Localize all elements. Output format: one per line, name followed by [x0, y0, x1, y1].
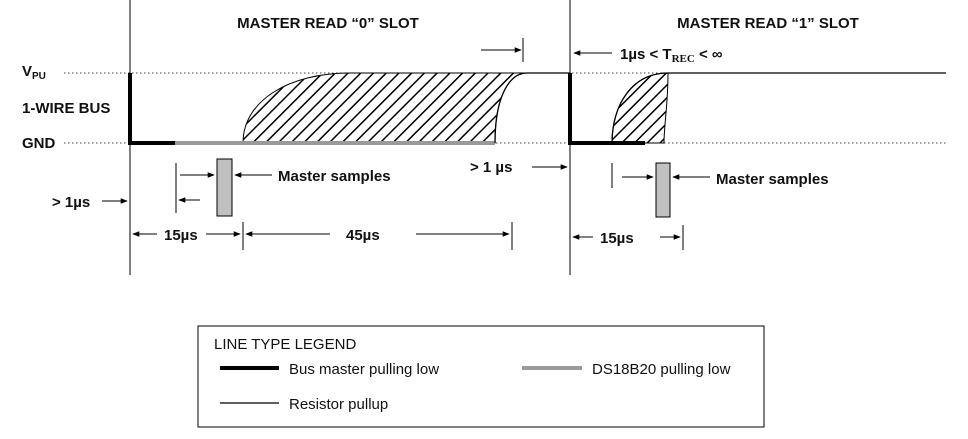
- read1-slot-title: MASTER READ “1” SLOT: [677, 15, 859, 32]
- t45us-label: 45µs: [346, 227, 380, 244]
- read1-pullup-rise: [611, 72, 946, 144]
- read0-slot-title: MASTER READ “0” SLOT: [237, 15, 419, 32]
- master-samples-1-label: Master samples: [716, 171, 829, 188]
- sample1-box: [655, 162, 671, 218]
- read0-hatched-region: [242, 72, 528, 144]
- legend: LINE TYPE LEGEND Bus master pulling low …: [197, 325, 765, 428]
- vpu-label: VPU: [22, 63, 46, 82]
- vpu-sub: PU: [32, 71, 46, 82]
- sample0-box: [216, 158, 233, 217]
- trec-suffix: < ∞: [695, 46, 723, 63]
- trec-label: 1µs < TREC < ∞: [620, 46, 723, 65]
- read1-hatched-region: [611, 72, 669, 144]
- t15us-0-label: 15µs: [164, 227, 198, 244]
- vpu-main: V: [22, 63, 32, 80]
- legend-box: [197, 325, 765, 428]
- gt1us-left-label: > 1µs: [52, 194, 90, 211]
- read0-pullup-recovery: [494, 72, 570, 144]
- legend-master-label: Bus master pulling low: [289, 361, 439, 378]
- trec-prefix: 1µs < T: [620, 46, 672, 63]
- legend-title: LINE TYPE LEGEND: [214, 336, 356, 353]
- bus-label: 1-WIRE BUS: [22, 100, 110, 117]
- trec-sub: REC: [672, 53, 695, 65]
- read0-master-low: [128, 73, 175, 145]
- gnd-label: GND: [22, 135, 56, 152]
- read1-master-low: [568, 73, 612, 145]
- t15us-1-label: 15µs: [600, 230, 634, 247]
- gt1us-mid-label: > 1 µs: [470, 159, 512, 176]
- legend-ds18b20-label: DS18B20 pulling low: [592, 361, 731, 378]
- legend-pullup-label: Resistor pullup: [289, 396, 388, 413]
- master-samples-0-label: Master samples: [278, 168, 391, 185]
